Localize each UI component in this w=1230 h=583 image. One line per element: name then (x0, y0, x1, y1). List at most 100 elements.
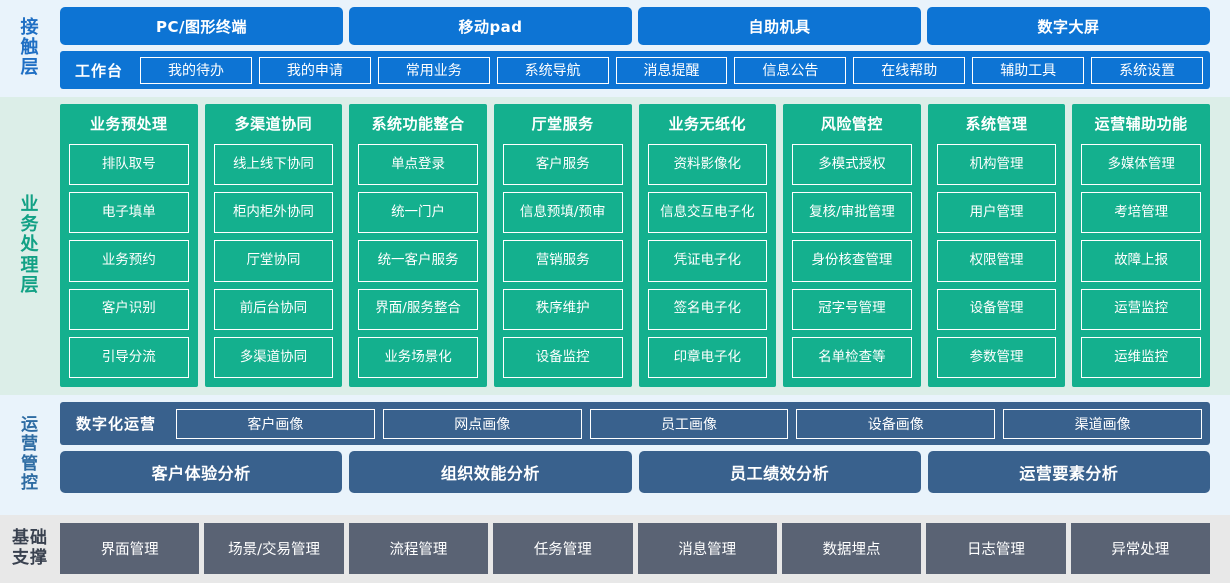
foundation-chip-process-management[interactable]: 流程管理 (348, 523, 489, 574)
business-item[interactable]: 排队取号 (69, 144, 189, 186)
workbench-item-system-settings[interactable]: 系统设置 (1091, 56, 1204, 84)
channel-chip-mobile-pad[interactable]: 移动pad (349, 7, 632, 45)
workbench-item-common-business[interactable]: 常用业务 (377, 56, 490, 84)
workbench-item-my-application[interactable]: 我的申请 (258, 56, 371, 84)
analysis-chip-ops-elements[interactable]: 运营要素分析 (927, 451, 1210, 493)
contact-layer: 接触层 PC/图形终端 移动pad 自助机具 数字大屏 工作台 我的待办 我的申… (0, 0, 1230, 97)
analysis-row: 客户体验分析 组织效能分析 员工绩效分析 运营要素分析 (60, 451, 1210, 493)
portrait-chip-branch[interactable]: 网点画像 (382, 408, 582, 439)
foundation-layer-label-line2: 支撑 (12, 547, 48, 568)
contact-layer-body: PC/图形终端 移动pad 自助机具 数字大屏 工作台 我的待办 我的申请 常用… (60, 7, 1230, 89)
business-item[interactable]: 故障上报 (1081, 240, 1201, 282)
business-item[interactable]: 引导分流 (69, 336, 189, 379)
analysis-chip-customer-experience[interactable]: 客户体验分析 (60, 451, 343, 493)
foundation-chip-log-management[interactable]: 日志管理 (926, 523, 1066, 574)
channel-row: PC/图形终端 移动pad 自助机具 数字大屏 (60, 7, 1210, 45)
business-item[interactable]: 统一客户服务 (358, 240, 478, 282)
workbench-item-announcement[interactable]: 信息公告 (734, 56, 847, 84)
business-item[interactable]: 电子填单 (69, 192, 189, 234)
business-column-ops-support: 运营辅助功能 多媒体管理 考培管理 故障上报 运营监控 运维监控 (1072, 104, 1210, 387)
column-title: 业务无纸化 (668, 115, 747, 133)
column-title: 风险管控 (820, 115, 883, 133)
business-item[interactable]: 身份核查管理 (792, 240, 912, 282)
business-item[interactable]: 用户管理 (936, 192, 1057, 234)
digital-operations-row: 数字化运营 客户画像 网点画像 员工画像 设备画像 渠道画像 (60, 402, 1210, 445)
business-item[interactable]: 运营监控 (1081, 288, 1201, 330)
foundation-row: 界面管理 场景/交易管理 流程管理 任务管理 消息管理 数据埋点 日志管理 异常… (60, 523, 1210, 574)
business-item[interactable]: 名单检查等 (792, 336, 912, 379)
operations-layer-label-text: 运营管控 (21, 415, 39, 493)
business-item[interactable]: 信息交互电子化 (647, 192, 768, 234)
workbench-item-online-help[interactable]: 在线帮助 (853, 56, 966, 84)
business-item[interactable]: 冠字号管理 (792, 288, 912, 330)
business-item[interactable]: 线上线下协同 (213, 144, 334, 186)
channel-chip-self-service[interactable]: 自助机具 (638, 7, 921, 45)
business-item[interactable]: 复核/审批管理 (792, 192, 912, 234)
portrait-chip-device[interactable]: 设备画像 (796, 408, 996, 439)
business-layer-body: 业务预处理 排队取号 电子填单 业务预约 客户识别 引导分流 多渠道协同 线上线… (60, 104, 1230, 387)
workbench-item-aux-tools[interactable]: 辅助工具 (972, 56, 1085, 84)
workbench-row: 工作台 我的待办 我的申请 常用业务 系统导航 消息提醒 信息公告 在线帮助 辅… (60, 51, 1210, 89)
foundation-chip-ui-management[interactable]: 界面管理 (60, 523, 200, 574)
workbench-title: 工作台 (75, 61, 124, 80)
column-title: 运营辅助功能 (1094, 115, 1188, 133)
business-column-risk-control: 风险管控 多模式授权 复核/审批管理 身份核查管理 冠字号管理 名单检查等 (783, 104, 921, 387)
business-item[interactable]: 考培管理 (1081, 192, 1201, 234)
business-columns: 业务预处理 排队取号 电子填单 业务预约 客户识别 引导分流 多渠道协同 线上线… (60, 104, 1210, 387)
business-item[interactable]: 柜内柜外协同 (213, 192, 334, 234)
operations-layer-label: 运营管控 (0, 402, 60, 507)
column-title: 系统功能整合 (371, 115, 465, 133)
contact-layer-label-text: 接触层 (20, 16, 40, 79)
portrait-chip-customer[interactable]: 客户画像 (176, 408, 375, 439)
business-item[interactable]: 客户识别 (69, 288, 189, 330)
foundation-chip-data-tracking[interactable]: 数据埋点 (781, 523, 922, 574)
business-layer: 业务处理层 业务预处理 排队取号 电子填单 业务预约 客户识别 引导分流 多渠道… (0, 97, 1230, 395)
business-item[interactable]: 多模式授权 (792, 144, 912, 186)
business-item[interactable]: 前后台协同 (213, 288, 334, 330)
business-item[interactable]: 凭证电子化 (647, 240, 768, 282)
business-item[interactable]: 业务预约 (69, 240, 189, 282)
workbench-item-system-nav[interactable]: 系统导航 (496, 56, 609, 84)
business-item[interactable]: 参数管理 (936, 336, 1057, 379)
business-item[interactable]: 客户服务 (502, 144, 623, 186)
business-item[interactable]: 营销服务 (502, 240, 623, 282)
channel-chip-pc[interactable]: PC/图形终端 (60, 7, 343, 45)
workbench-item-message-alert[interactable]: 消息提醒 (615, 56, 728, 84)
foundation-layer-label: 基础 支撑 (0, 523, 60, 574)
foundation-chip-exception-handling[interactable]: 异常处理 (1070, 523, 1210, 574)
analysis-chip-employee-performance[interactable]: 员工绩效分析 (638, 451, 921, 493)
business-item[interactable]: 多媒体管理 (1081, 144, 1201, 186)
business-item[interactable]: 业务场景化 (358, 336, 478, 379)
business-item[interactable]: 权限管理 (936, 240, 1057, 282)
portrait-chip-channel[interactable]: 渠道画像 (1003, 408, 1202, 439)
business-item[interactable]: 统一门户 (358, 192, 478, 234)
foundation-layer-body: 界面管理 场景/交易管理 流程管理 任务管理 消息管理 数据埋点 日志管理 异常… (60, 523, 1230, 574)
business-column-system-management: 系统管理 机构管理 用户管理 权限管理 设备管理 参数管理 (927, 104, 1066, 387)
business-column-system-integration: 系统功能整合 单点登录 统一门户 统一客户服务 界面/服务整合 业务场景化 (349, 104, 487, 387)
business-item[interactable]: 单点登录 (358, 144, 478, 186)
business-item[interactable]: 运维监控 (1081, 336, 1201, 379)
foundation-chip-message-management[interactable]: 消息管理 (637, 523, 777, 574)
business-item[interactable]: 多渠道协同 (213, 336, 334, 379)
foundation-chip-task-management[interactable]: 任务管理 (493, 523, 633, 574)
operations-layer: 运营管控 数字化运营 客户画像 网点画像 员工画像 设备画像 渠道画像 客户体验… (0, 395, 1230, 515)
business-item[interactable]: 秩序维护 (502, 288, 623, 330)
business-item[interactable]: 资料影像化 (647, 144, 768, 186)
foundation-chip-scenario-transaction[interactable]: 场景/交易管理 (204, 523, 344, 574)
business-item[interactable]: 界面/服务整合 (358, 288, 478, 330)
workbench-item-my-todo[interactable]: 我的待办 (140, 56, 252, 84)
business-column-paperless: 业务无纸化 资料影像化 信息交互电子化 凭证电子化 签名电子化 印章电子化 (638, 104, 777, 387)
business-item[interactable]: 设备监控 (502, 336, 623, 379)
channel-chip-digital-screen[interactable]: 数字大屏 (927, 7, 1210, 45)
business-item[interactable]: 机构管理 (936, 144, 1057, 186)
business-item[interactable]: 信息预填/预审 (502, 192, 623, 234)
business-item[interactable]: 厅堂协同 (213, 240, 334, 282)
column-title: 多渠道协同 (234, 115, 313, 133)
digital-operations-title: 数字化运营 (76, 415, 157, 433)
portrait-chip-employee[interactable]: 员工画像 (589, 408, 789, 439)
business-item[interactable]: 设备管理 (936, 288, 1057, 330)
foundation-layer-label-line1: 基础 (12, 528, 48, 549)
analysis-chip-org-efficiency[interactable]: 组织效能分析 (349, 451, 632, 493)
business-item[interactable]: 印章电子化 (647, 336, 768, 379)
business-item[interactable]: 签名电子化 (647, 288, 768, 330)
